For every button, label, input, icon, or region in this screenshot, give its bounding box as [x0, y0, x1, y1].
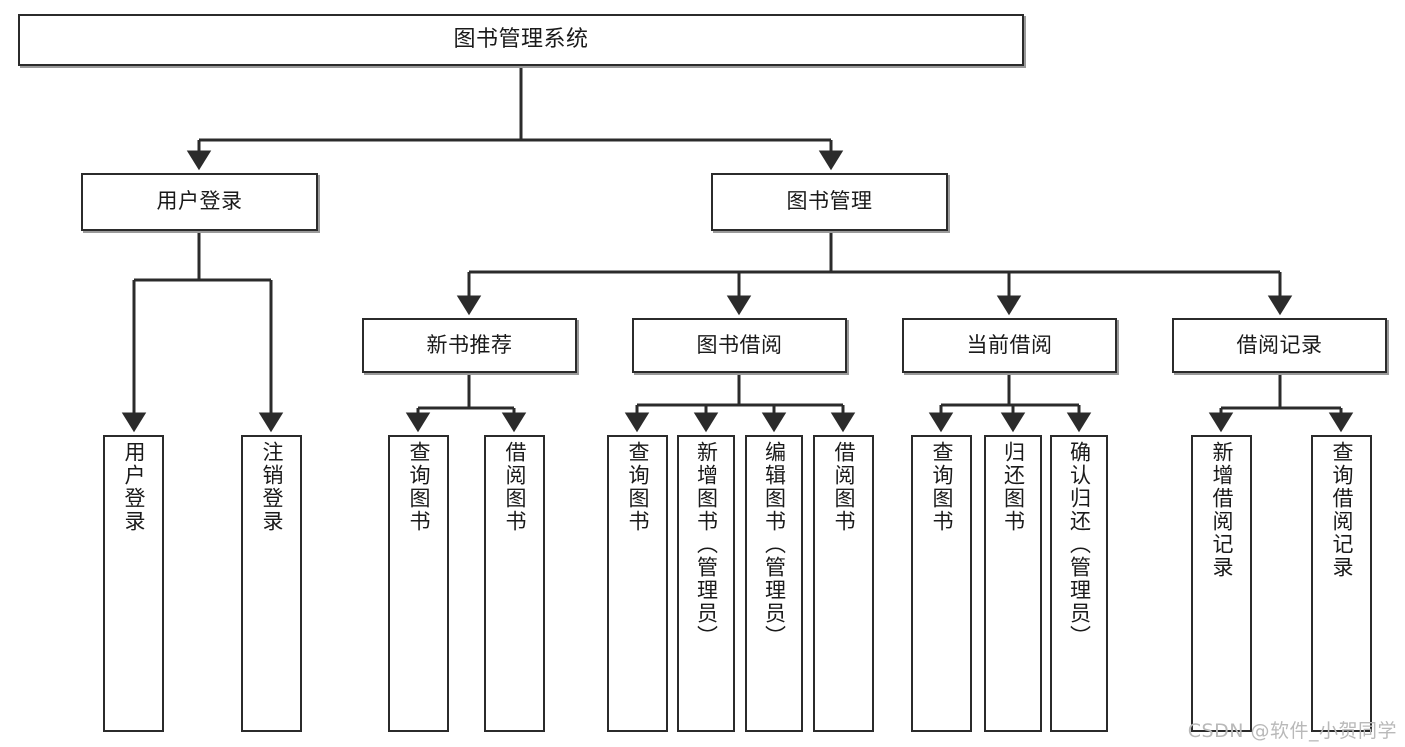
node-leaf-add-borrow-record[interactable]: 新增借阅记录 [1191, 435, 1252, 732]
node-leaf-borrow-book-2[interactable]: 借阅图书 [813, 435, 874, 732]
node-book-manage[interactable]: 图书管理 [711, 173, 948, 231]
node-current-borrow[interactable]: 当前借阅 [902, 318, 1117, 373]
node-leaf-query-book-3-label: 查询图书 [929, 441, 954, 533]
node-root[interactable]: 图书管理系统 [18, 14, 1024, 66]
node-borrow-record-label: 借阅记录 [1236, 332, 1323, 357]
node-leaf-borrow-book-1[interactable]: 借阅图书 [484, 435, 545, 732]
node-user-login-label: 用户登录 [156, 189, 243, 214]
node-leaf-query-book-2[interactable]: 查询图书 [607, 435, 668, 732]
node-leaf-logout-login[interactable]: 注销登录 [241, 435, 302, 732]
node-user-login[interactable]: 用户登录 [81, 173, 318, 231]
node-leaf-query-book-2-label: 查询图书 [625, 441, 650, 533]
node-leaf-user-login-label: 用户登录 [121, 441, 146, 533]
node-leaf-borrow-book-1-label: 借阅图书 [502, 441, 527, 533]
node-leaf-query-book-3[interactable]: 查询图书 [911, 435, 972, 732]
node-leaf-add-book-admin-label: 新增图书（管理员） [694, 441, 719, 648]
node-book-manage-label: 图书管理 [786, 189, 873, 214]
node-leaf-query-book-1-label: 查询图书 [406, 441, 431, 533]
node-leaf-borrow-book-2-label: 借阅图书 [831, 441, 856, 533]
node-leaf-logout-login-label: 注销登录 [259, 441, 284, 533]
node-leaf-query-borrow-record[interactable]: 查询借阅记录 [1311, 435, 1372, 732]
node-borrow-record[interactable]: 借阅记录 [1172, 318, 1387, 373]
node-book-borrow-label: 图书借阅 [696, 332, 783, 357]
node-new-book-recommend-label: 新书推荐 [426, 332, 513, 357]
node-leaf-add-book-admin[interactable]: 新增图书（管理员） [677, 435, 735, 732]
node-book-borrow[interactable]: 图书借阅 [632, 318, 847, 373]
node-leaf-edit-book-admin-label: 编辑图书（管理员） [762, 441, 787, 648]
node-current-borrow-label: 当前借阅 [966, 332, 1053, 357]
node-leaf-return-book-label: 归还图书 [1001, 441, 1026, 533]
node-leaf-edit-book-admin[interactable]: 编辑图书（管理员） [745, 435, 803, 732]
node-leaf-confirm-return-admin[interactable]: 确认归还（管理员） [1050, 435, 1108, 732]
watermark-text: CSDN @软件_小贺同学 [1187, 720, 1397, 742]
node-leaf-return-book[interactable]: 归还图书 [984, 435, 1042, 732]
node-new-book-recommend[interactable]: 新书推荐 [362, 318, 577, 373]
node-leaf-query-borrow-record-label: 查询借阅记录 [1329, 441, 1354, 579]
node-leaf-user-login[interactable]: 用户登录 [103, 435, 164, 732]
node-leaf-add-borrow-record-label: 新增借阅记录 [1209, 441, 1234, 579]
node-leaf-confirm-return-admin-label: 确认归还（管理员） [1067, 441, 1092, 648]
node-root-label: 图书管理系统 [453, 26, 589, 52]
node-leaf-query-book-1[interactable]: 查询图书 [388, 435, 449, 732]
